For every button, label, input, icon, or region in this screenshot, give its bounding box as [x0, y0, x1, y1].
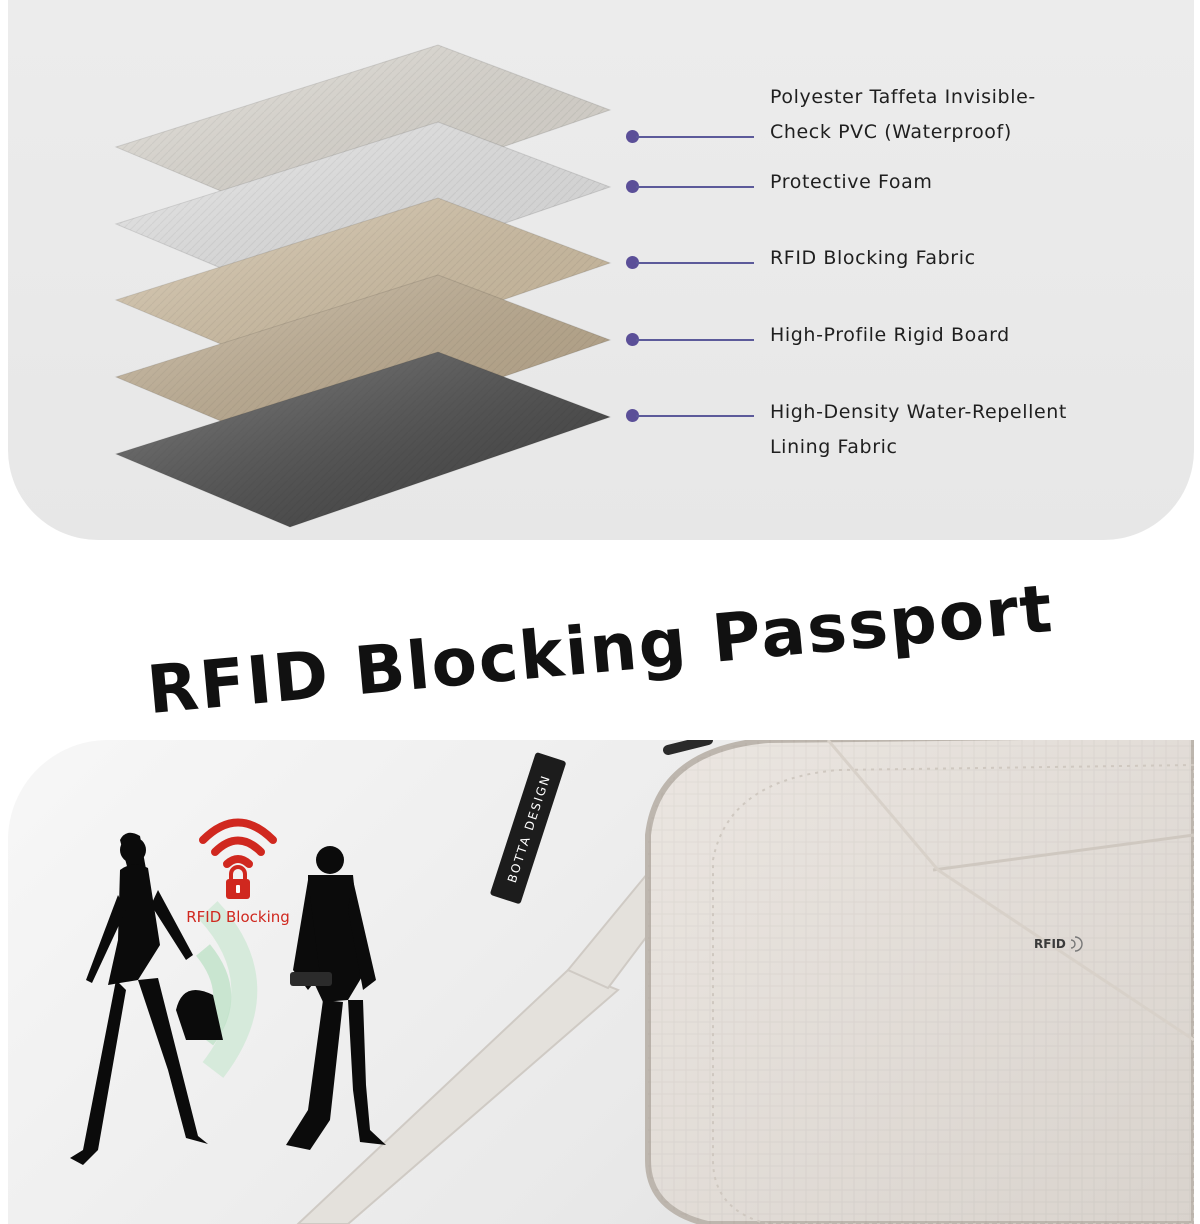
scene-illustration: BOTTA DESIGN RFID	[70, 740, 1194, 1224]
rfid-blocking-label: RFID Blocking	[186, 908, 290, 926]
headline: RFID Blocking Passport	[140, 560, 1060, 730]
callout-line	[636, 415, 754, 417]
layer-label: Polyester Taffeta Invisible- Check PVC (W…	[770, 80, 1036, 150]
man-silhouette	[286, 846, 386, 1150]
woman-silhouette	[70, 832, 223, 1165]
layer-label: RFID Blocking Fabric	[770, 241, 976, 276]
layer-label: High-Profile Rigid Board	[770, 318, 1010, 353]
product-scene: BOTTA DESIGN RFID	[8, 740, 1194, 1224]
layer-label-line: High-Profile Rigid Board	[770, 324, 1010, 346]
layers-panel: Polyester Taffeta Invisible- Check PVC (W…	[8, 0, 1194, 540]
callout-line	[636, 136, 754, 138]
callout-line	[636, 186, 754, 188]
callout-line	[636, 262, 754, 264]
rfid-logo-text: RFID	[1034, 937, 1066, 951]
layer-label-line: Lining Fabric	[770, 436, 898, 458]
layer-label: Protective Foam	[770, 165, 932, 200]
callout-line	[636, 339, 754, 341]
layer-label-line: RFID Blocking Fabric	[770, 247, 976, 269]
callout-dot	[626, 333, 639, 346]
material-layers-illustration	[114, 44, 612, 528]
headline-text: RFID Blocking Passport	[144, 570, 1057, 729]
passport-pouch: BOTTA DESIGN RFID	[490, 740, 1194, 1224]
material-layer-shading	[116, 45, 610, 220]
material-layer-shading	[116, 275, 610, 450]
callout-dot	[626, 180, 639, 193]
layer-label-line: Check PVC (Waterproof)	[770, 121, 1012, 143]
material-layer-shading	[116, 352, 610, 527]
callout-dot	[626, 256, 639, 269]
layer-label-line: Polyester Taffeta Invisible-	[770, 86, 1036, 108]
material-layer-shading	[116, 198, 610, 373]
headline-svg: RFID Blocking Passport	[144, 570, 1057, 729]
layer-label-line: Protective Foam	[770, 171, 933, 193]
rfid-blocking-badge: RFID Blocking	[183, 800, 293, 940]
callout-dot	[626, 409, 639, 422]
layer-label-line: High-Density Water-Repellent	[770, 401, 1067, 423]
strap	[296, 968, 620, 1224]
callout-dot	[626, 130, 639, 143]
material-layer-shading	[116, 122, 610, 297]
wifi-lock-icon	[199, 818, 277, 899]
